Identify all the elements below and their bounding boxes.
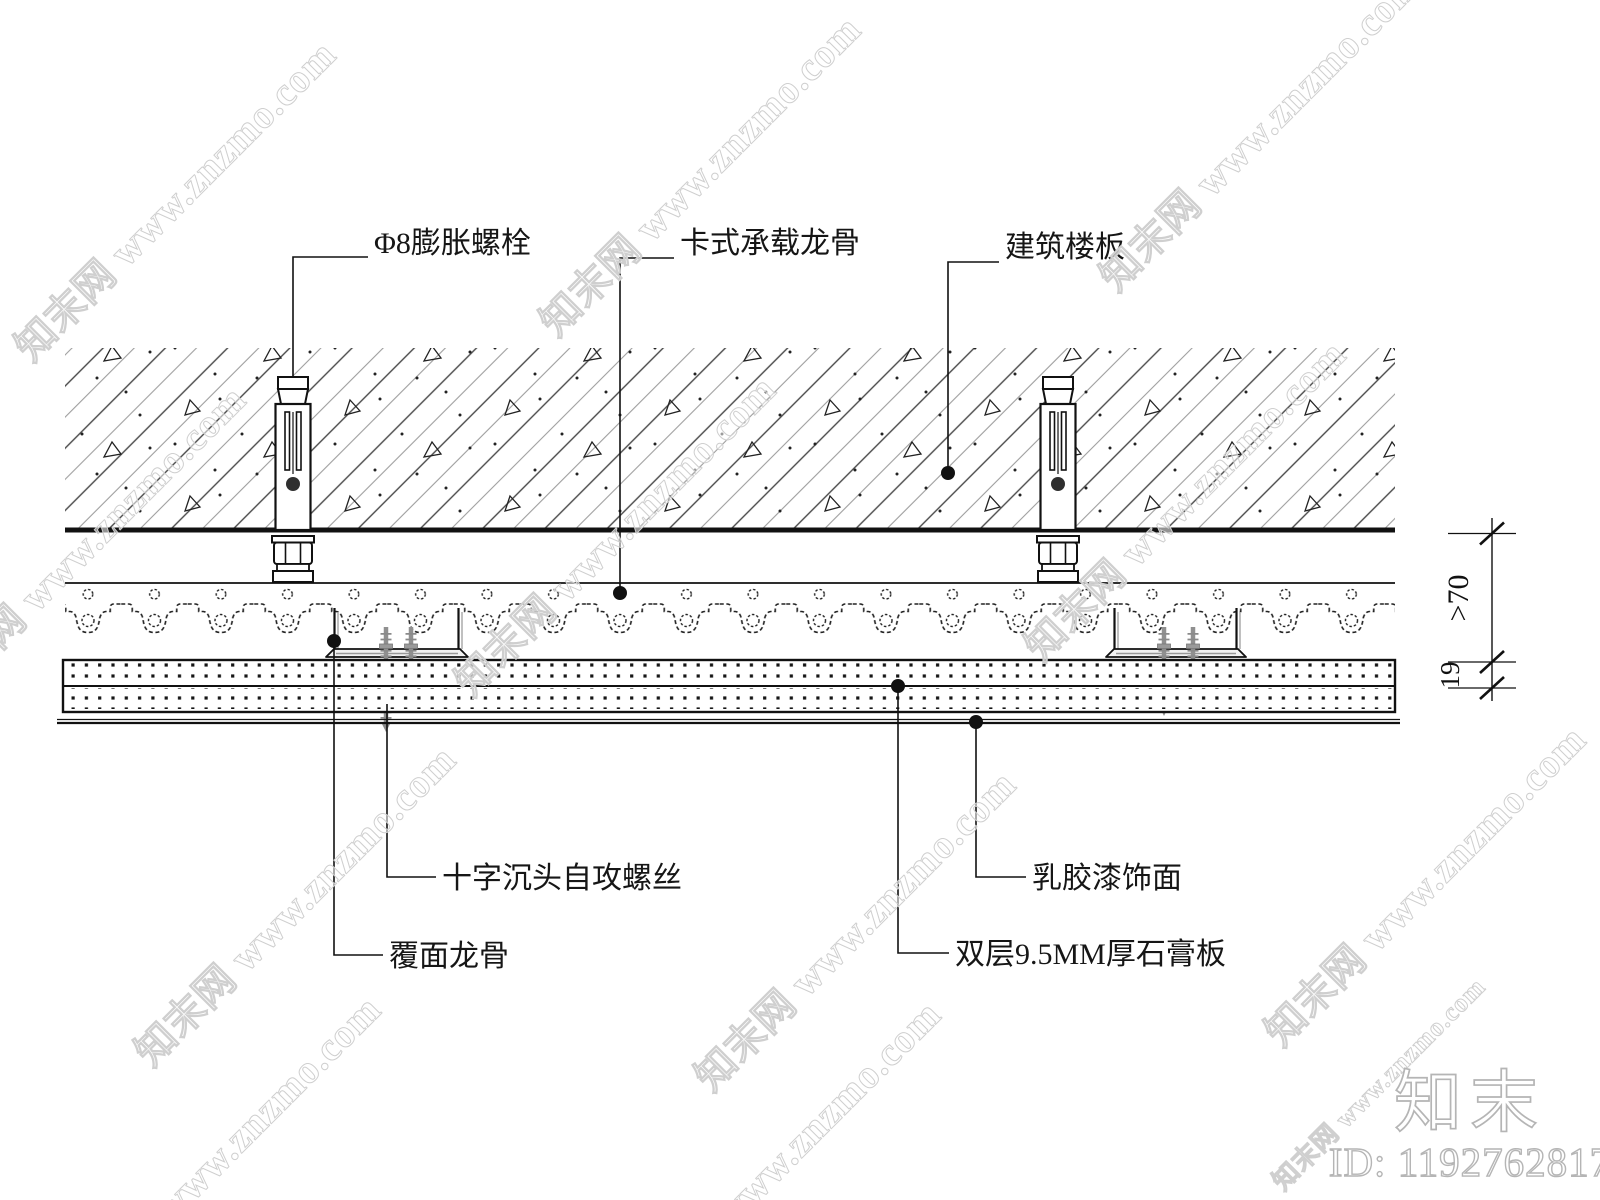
label-furring-keel: 覆面龙骨 — [389, 940, 509, 973]
label-expansion-bolt: Φ8膨胀螺栓 — [374, 227, 531, 260]
slab-bottom-line — [65, 527, 1395, 533]
watermark: 知末网 www.znzmo.com — [1256, 716, 1594, 1054]
keel-profile — [65, 583, 1395, 638]
callout-labels: Φ8膨胀螺栓 卡式承载龙骨 建筑楼板 十字沉头自攻螺丝 覆面龙骨 乳胶漆饰面 双… — [374, 227, 1226, 973]
board-1-dots — [66, 662, 1392, 683]
expansion-bolt-left — [270, 375, 316, 584]
watermark: 知末网 www.znzmo.com — [51, 986, 389, 1200]
dim-tick — [1479, 650, 1505, 674]
leader-furring-keel — [333, 641, 383, 956]
watermark: 知末网 www.znzmo.com — [686, 761, 1024, 1099]
brand-logo-text: 知末 — [1394, 1065, 1546, 1141]
label-gypsum-board: 双层9.5MM厚石膏板 — [955, 938, 1226, 971]
watermark: 知末网 www.znzmo.com — [1091, 0, 1429, 300]
site-branding: 知末 ID: 1192762817 — [1328, 1064, 1600, 1186]
leader-expansion-bolt — [292, 256, 368, 377]
furring-channel-left — [325, 608, 469, 658]
paint-finish-layer — [57, 718, 1400, 725]
dimension-chain — [1448, 518, 1516, 701]
label-self-tapping-screw: 十字沉头自攻螺丝 — [442, 862, 682, 895]
watermark: 知末网 www.znzmo.com — [531, 6, 869, 344]
leader-gypsum — [897, 686, 949, 954]
leader-screw — [386, 704, 436, 878]
label-carrier-keel: 卡式承载龙骨 — [680, 227, 860, 260]
leader-dots — [327, 466, 983, 729]
leader-carrier-keel — [619, 257, 674, 593]
leader-lines — [292, 256, 1026, 956]
board-2-dots — [66, 688, 1392, 709]
dim-text-cavity: >70 — [1442, 575, 1475, 622]
watermark: 知末网 www.znzmo.com — [126, 736, 464, 1074]
dim-tick — [1479, 521, 1505, 546]
carrier-keel — [65, 582, 1395, 638]
label-paint-finish: 乳胶漆饰面 — [1032, 862, 1182, 895]
dim-tick — [1479, 676, 1505, 700]
expansion-bolt-right — [1035, 375, 1081, 584]
gypsum-board-double-layer — [61, 658, 1397, 714]
furring-channel-right — [1105, 608, 1247, 658]
watermark: 知末网 www.znzmo.com — [6, 31, 344, 369]
dim-text-board: 19 — [1435, 662, 1465, 689]
leader-paint-finish — [975, 722, 1026, 878]
item-id-text: ID: 1192762817 — [1329, 1139, 1600, 1185]
leader-floor-slab — [947, 261, 999, 473]
label-floor-slab: 建筑楼板 — [1005, 231, 1125, 264]
